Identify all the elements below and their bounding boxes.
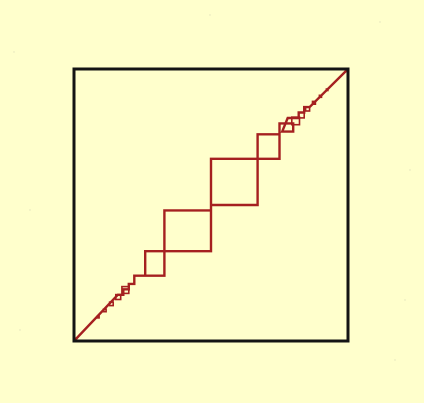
staircase-curve: [73, 68, 349, 342]
paper-speck: [404, 299, 406, 301]
refinement-square: [102, 308, 107, 313]
refinement-square: [115, 293, 122, 301]
paper-specks: [13, 14, 411, 361]
paper-speck: [409, 169, 411, 171]
paper-speck: [394, 359, 396, 361]
refinement-square: [318, 94, 323, 99]
paper-speck: [13, 51, 15, 53]
paper-speck: [19, 329, 21, 331]
refinement-square: [96, 315, 100, 319]
paper-speck: [379, 21, 381, 23]
paper-speck: [209, 14, 211, 16]
refinement-square: [121, 285, 130, 295]
refinement-square: [297, 111, 306, 119]
refinement-square: [311, 100, 317, 106]
refinement-square: [290, 116, 301, 126]
refinement-square: [108, 301, 114, 307]
paper-speck: [29, 209, 31, 211]
refinement-square: [304, 106, 311, 112]
bounding-square: [72, 67, 350, 343]
staircase-path: [73, 68, 349, 342]
refinement-square: [325, 88, 329, 92]
